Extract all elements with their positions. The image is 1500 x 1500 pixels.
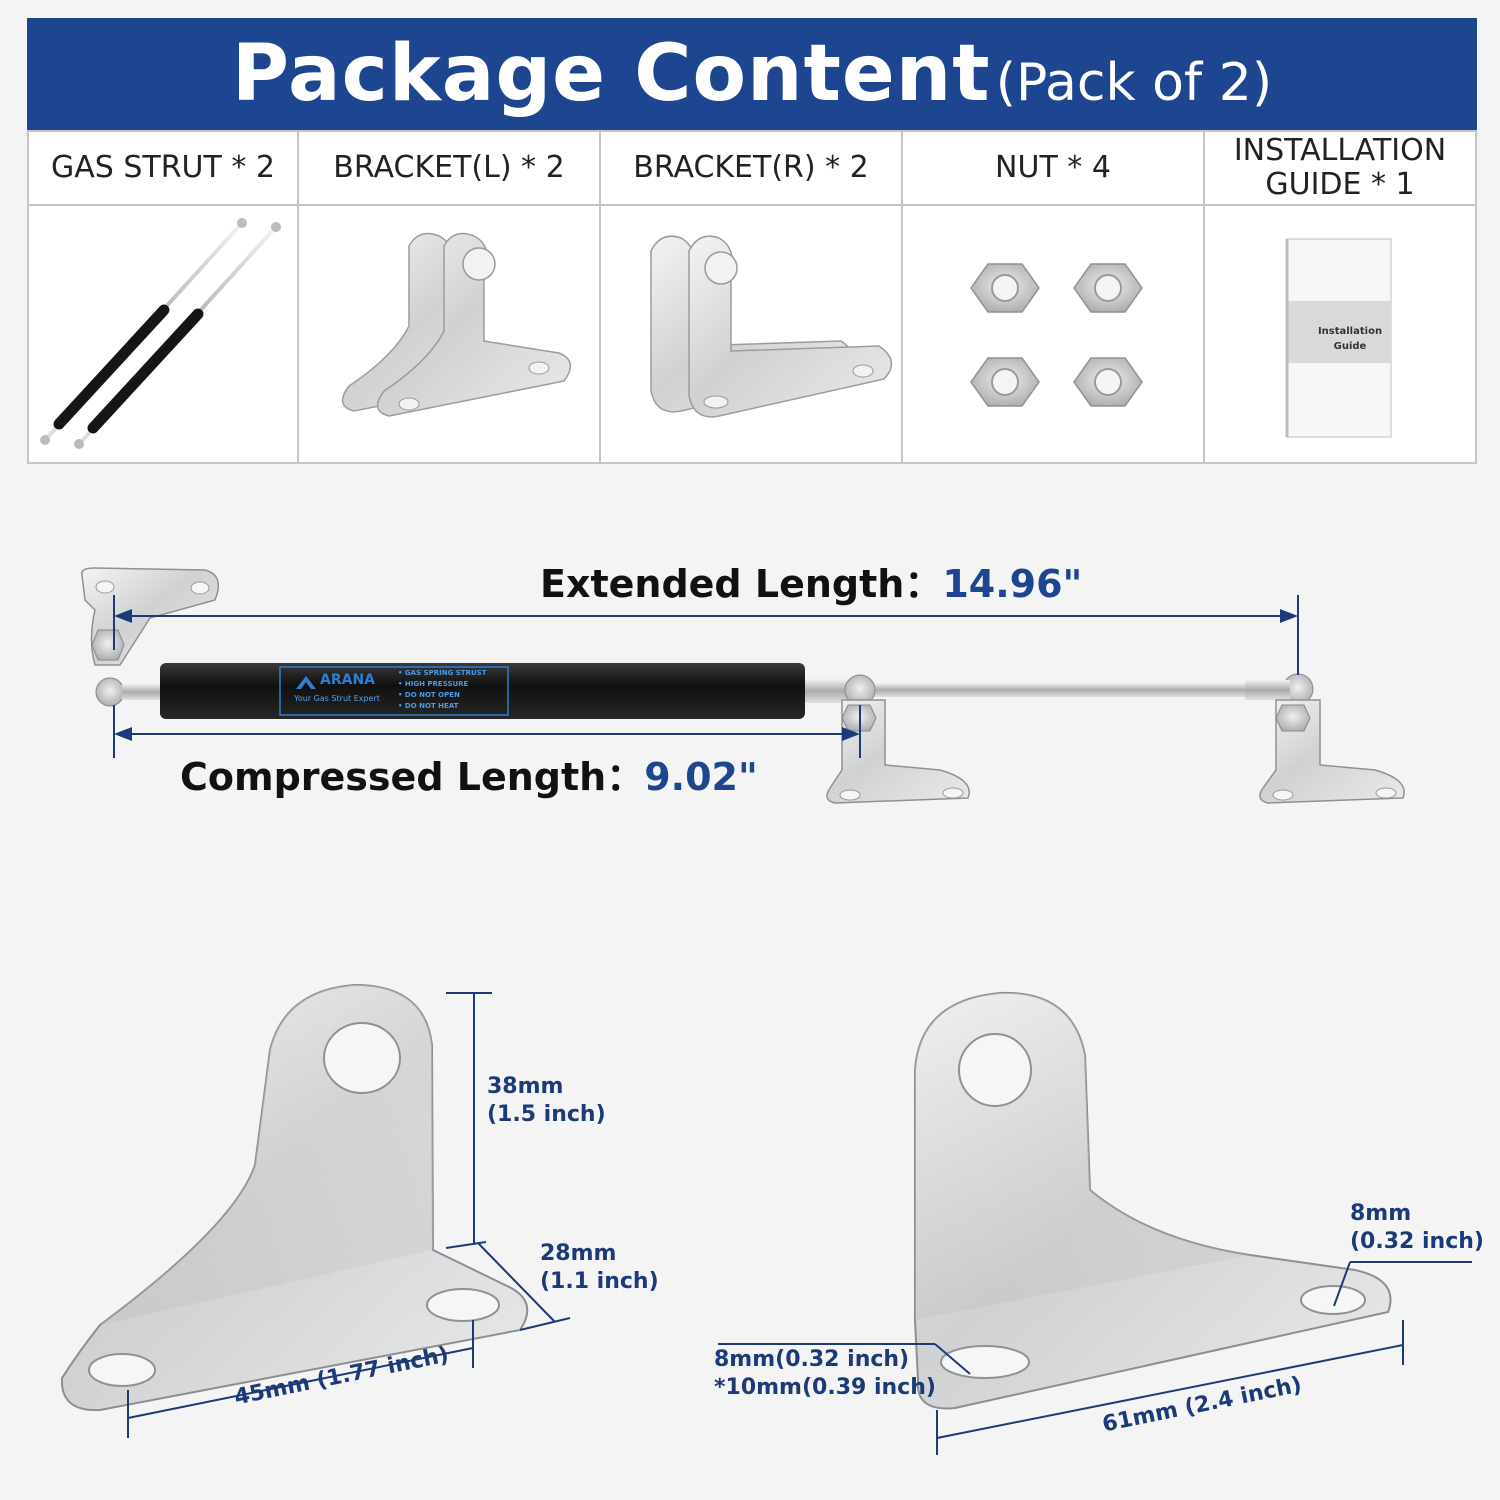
- header-bracket-left: BRACKET(L) * 2: [299, 132, 601, 204]
- bracket-left-detail-icon: [60, 983, 529, 1412]
- bracket-left-image: [299, 206, 601, 464]
- left-depth-label: 28mm (1.1 inch): [540, 1240, 659, 1296]
- bracket-right-icon: [650, 235, 893, 418]
- extended-length-value: 14.96": [942, 562, 1083, 606]
- extended-length-dimension: [113, 595, 1299, 675]
- strut-tagline: Your Gas Strut Expert: [294, 694, 380, 703]
- strut-brand: ARANA: [320, 672, 376, 688]
- strut-length-diagram: [81, 567, 1405, 804]
- header-gas-strut: GAS STRUT * 2: [29, 132, 299, 204]
- warning-1: • GAS SPRING STRUST: [398, 669, 487, 677]
- bracket-left-height-dimension: [445, 992, 492, 1249]
- page-subtitle: (Pack of 2): [995, 53, 1273, 113]
- header-installation-guide: INSTALLATION GUIDE * 1: [1233, 133, 1447, 202]
- strut-rod-icon: [844, 673, 1314, 706]
- compressed-length-label: Compressed Length：9.02": [180, 746, 758, 801]
- bracket-right-slot-dimension: [718, 1343, 971, 1375]
- title-banner: Package Content (Pack of 2): [27, 18, 1477, 130]
- bracket-left-icon: [341, 232, 572, 417]
- bracket-left-width-dimension: [127, 1320, 474, 1438]
- left-height-inch: (1.5 inch): [487, 1102, 606, 1127]
- gas-strut-image: [29, 206, 299, 464]
- left-height-label: 38mm (1.5 inch): [487, 1073, 606, 1129]
- page-title: Package Content: [231, 29, 991, 119]
- right-hole-mm: 8mm: [1350, 1201, 1412, 1226]
- nut-image: [903, 206, 1205, 464]
- right-slot-8mm: 8mm(0.32 inch): [714, 1347, 910, 1372]
- left-height-mm: 38mm: [487, 1074, 564, 1099]
- right-slot-label: 8mm(0.32 inch) *10mm(0.39 inch): [714, 1346, 936, 1402]
- booklet-icon: [1285, 238, 1392, 438]
- header-divider: [29, 204, 1475, 206]
- hex-nut-icon: [970, 263, 1143, 407]
- package-content-table: GAS STRUT * 2 BRACKET(L) * 2 BRACKET(R) …: [27, 130, 1477, 464]
- installation-guide-image: Installation Guide: [1205, 206, 1475, 464]
- gas-strut-icon: [40, 218, 281, 449]
- strut-body-icon: [122, 663, 849, 719]
- warning-4: • DO NOT HEAT: [398, 702, 459, 710]
- booklet-cover-text: Installation Guide: [1317, 326, 1383, 352]
- header-bracket-right: BRACKET(R) * 2: [601, 132, 903, 204]
- compressed-length-text: Compressed Length：: [180, 755, 645, 799]
- strut-mid-bracket-icon: [826, 699, 970, 804]
- right-slot-10mm: *10mm(0.39 inch): [714, 1375, 936, 1400]
- arana-logo-icon: [296, 676, 316, 689]
- compressed-length-dimension: [113, 705, 861, 758]
- header-nut: NUT * 4: [903, 132, 1205, 204]
- warning-3: • DO NOT OPEN: [398, 691, 460, 699]
- strut-warnings: • GAS SPRING STRUST • HIGH PRESSURE • DO…: [398, 668, 486, 712]
- bracket-right-hole-dimension: [1333, 1261, 1472, 1307]
- bracket-left-depth-dimension: [477, 1242, 571, 1331]
- right-hole-inch: (0.32 inch): [1350, 1229, 1484, 1254]
- extended-length-text: Extended Length：: [540, 562, 943, 606]
- left-depth-mm: 28mm: [540, 1241, 617, 1266]
- bracket-right-detail-icon: [914, 991, 1392, 1410]
- left-depth-inch: (1.1 inch): [540, 1269, 659, 1294]
- bracket-dimension-drawings: [60, 983, 1472, 1455]
- right-hole-label: 8mm (0.32 inch): [1350, 1200, 1484, 1256]
- strut-right-bracket-icon: [1259, 699, 1405, 804]
- warning-2: • HIGH PRESSURE: [398, 680, 469, 688]
- compressed-length-value: 9.02": [644, 755, 758, 799]
- bracket-right-image: [601, 206, 903, 464]
- extended-length-label: Extended Length：14.96": [540, 553, 1082, 608]
- bracket-right-width-dimension: [936, 1320, 1404, 1455]
